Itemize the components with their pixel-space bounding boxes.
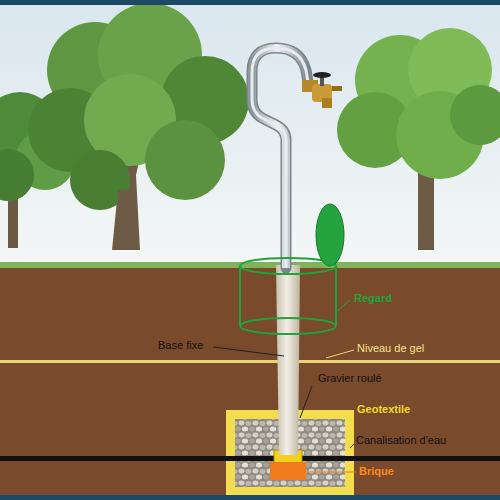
part-label: Geotextile [357,403,410,416]
part-label: Brique [359,465,394,478]
level-label: Niveau de gel [357,342,424,355]
part-label: Regard [354,292,392,305]
part-label: Canalisation d'eau [356,434,446,447]
part-label: Base fixe [158,339,203,352]
part-label: Gravier roulé [318,372,382,385]
